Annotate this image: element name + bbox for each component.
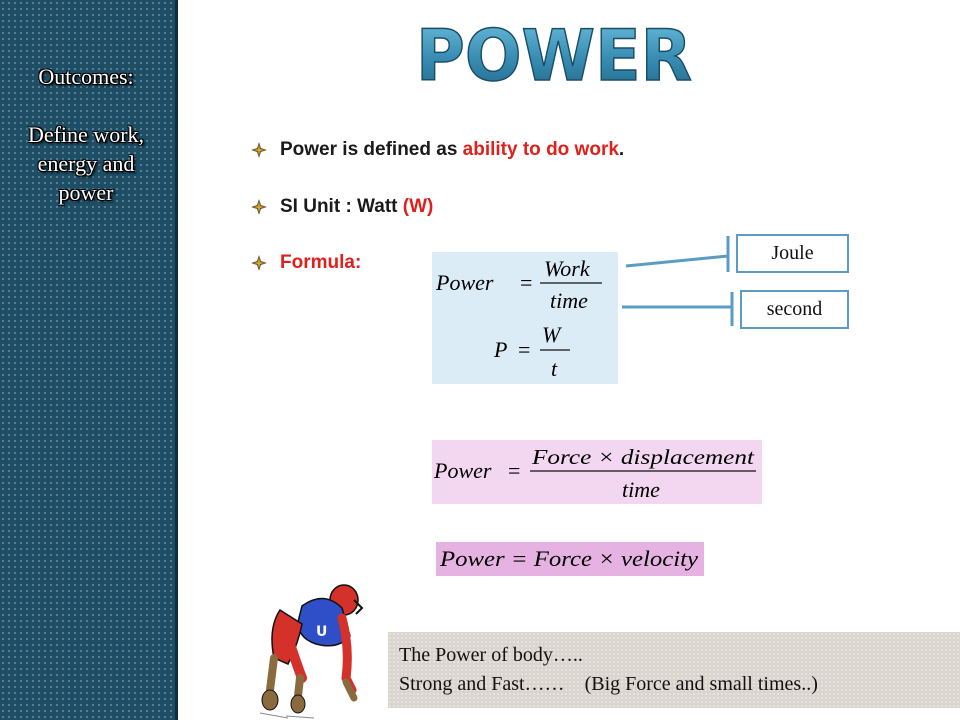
bullet-marker-icon [251,142,267,158]
formula-2-lhs: P [493,337,507,362]
bullet-definition-suffix: . [618,139,625,160]
note-line-1: The Power of body….. [399,644,583,666]
bullet-formula-label: Formula: [280,252,362,273]
bullet-si-unit: SI Unit : Watt (W) [250,196,433,218]
callout-second: second [740,290,849,329]
note-box: The Power of body….. Strong and Fast…… (B… [388,632,960,708]
formula-1-lhs: Power [435,270,494,295]
formula-box-force-velocity: Power = Force × velocity [436,542,704,576]
callout-second-label: second [766,298,823,320]
outcomes-line-3: power [58,180,114,205]
outcomes-line-1: Define work, [27,122,145,147]
outcomes-text: Define work, energy and power [0,120,172,207]
formula-force-displacement-svg: Power = Force × displacement time [433,445,756,502]
formula-3-numerator: Force × displacement [531,445,756,469]
formula-power-svg: Power = Work time P = W t [435,256,602,381]
formula-3-denominator: time [622,477,660,502]
formula-box-force-displacement: Power = Force × displacement time [432,440,762,504]
callout-joule-label: Joule [771,242,814,264]
formula-2-numerator: W [542,322,562,347]
formula-1-numerator: Work [544,256,591,281]
formula-1-equals: = [520,270,532,295]
note-line-2-part-a: Strong and Fast…… [399,673,565,695]
joule-connector [625,236,730,268]
bullet-marker-icon [251,255,267,271]
bullet-definition: Power is defined as ability to do work . [250,139,624,161]
formula-3-lhs: Power [433,458,492,483]
bullet-formula: Formula: [250,252,361,274]
formula-1-denominator: time [550,288,588,313]
callout-joule: Joule [736,234,849,273]
formula-3-equals: = [508,458,520,483]
formula-box-power-definition: Power = Work time P = W t [432,252,618,384]
formula-4-text: Power = Force × velocity [439,546,698,571]
note-line-2-part-b: (Big Force and small times..) [584,673,818,695]
bullet-marker-icon [251,199,267,215]
bullet-si-unit-prefix: SI Unit : Watt [280,196,403,217]
bullet-definition-highlight: ability to do work [462,139,619,160]
formula-2-equals: = [518,337,530,362]
formula-2-denominator: t [551,356,558,381]
svg-text:U: U [316,624,327,640]
football-player-illustration: U [259,584,364,719]
outcomes-line-2: energy and [37,151,135,176]
slide-title-text: POWER [416,15,692,94]
formula-force-velocity-svg: Power = Force × velocity [439,546,698,571]
note-line-2: Strong and Fast…… (Big Force and small ti… [399,670,960,699]
bullet-si-unit-highlight: (W) [402,196,434,217]
outcomes-heading: Outcomes: [38,64,134,89]
slide-title: POWER [415,14,693,94]
outcomes-sidebar: Outcomes: Define work, energy and power [0,0,178,720]
bullet-definition-prefix: Power is defined as [280,139,463,160]
